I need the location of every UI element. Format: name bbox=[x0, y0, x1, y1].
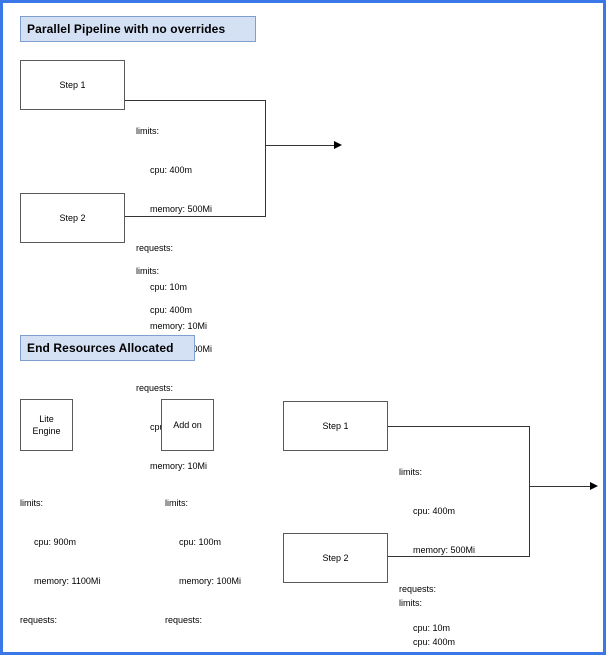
connector-bottom-step-1-horizontal bbox=[388, 426, 530, 427]
spec-bottom-step-2-limits-label: limits: bbox=[399, 598, 422, 608]
node-top-step-1[interactable]: Step 1 bbox=[20, 60, 125, 110]
spec-top-step-2-limits-label: limits: bbox=[136, 266, 159, 276]
connector-top-junction-vertical bbox=[265, 100, 266, 217]
node-add-on-label: Add on bbox=[173, 419, 202, 430]
node-bottom-step-2-label: Step 2 bbox=[322, 552, 349, 563]
spec-top-step-1-requests-memory: memory: 10Mi bbox=[150, 321, 208, 331]
section-header-parallel-pipeline: Parallel Pipeline with no overrides bbox=[20, 16, 256, 42]
connector-bottom-step-2-horizontal bbox=[388, 556, 530, 557]
connector-top-output-line bbox=[265, 145, 335, 146]
spec-top-step-2-limits-cpu: cpu: 400m bbox=[150, 305, 193, 315]
spec-add-on-limits-memory: memory: 100Mi bbox=[179, 576, 242, 586]
spec-top-step-1-requests-label: requests: bbox=[136, 243, 174, 253]
node-bottom-step-1[interactable]: Step 1 bbox=[283, 401, 388, 451]
node-add-on[interactable]: Add on bbox=[161, 399, 214, 451]
spec-top-step-1-requests-cpu: cpu: 10m bbox=[150, 282, 188, 292]
spec-top-step-1: limits: cpu: 400m memory: 500Mi requests… bbox=[136, 99, 212, 359]
spec-bottom-step-1-limits-cpu: cpu: 400m bbox=[413, 506, 456, 516]
spec-bottom-step-1-limits-label: limits: bbox=[399, 467, 422, 477]
connector-top-step-1-horizontal bbox=[125, 100, 266, 101]
spec-top-step-1-limits-label: limits: bbox=[136, 126, 159, 136]
spec-lite-engine-limits-label: limits: bbox=[20, 498, 43, 508]
spec-bottom-step-2: limits: cpu: 400m memory: 500Mi requests… bbox=[399, 571, 475, 652]
spec-bottom-step-1: limits: cpu: 400m memory: 500Mi requests… bbox=[399, 440, 476, 652]
spec-bottom-step-2-limits-cpu: cpu: 400m bbox=[413, 637, 456, 647]
arrow-head-icon-top-output bbox=[334, 141, 342, 149]
spec-add-on-requests-label: requests: bbox=[165, 615, 203, 625]
spec-bottom-step-1-requests-cpu: cpu: 10m bbox=[413, 623, 451, 633]
spec-top-step-2-requests-memory: memory: 10Mi bbox=[150, 461, 208, 471]
spec-top-step-1-limits-cpu: cpu: 400m bbox=[150, 165, 193, 175]
section-header-end-resources: End Resources Allocated bbox=[20, 335, 195, 361]
node-lite-engine[interactable]: Lite Engine bbox=[20, 399, 73, 451]
spec-lite-engine: limits: cpu: 900m memory: 1100Mi request… bbox=[20, 471, 101, 652]
spec-top-step-2-requests-label: requests: bbox=[136, 383, 174, 393]
spec-add-on-limits-label: limits: bbox=[165, 498, 188, 508]
spec-lite-engine-limits-cpu: cpu: 900m bbox=[34, 537, 77, 547]
spec-lite-engine-requests-label: requests: bbox=[20, 615, 58, 625]
section-header-parallel-pipeline-label: Parallel Pipeline with no overrides bbox=[27, 22, 226, 36]
spec-top-step-1-limits-memory: memory: 500Mi bbox=[150, 204, 213, 214]
node-lite-engine-label: Lite Engine bbox=[32, 413, 61, 436]
node-bottom-step-2[interactable]: Step 2 bbox=[283, 533, 388, 583]
spec-top-step-2: limits: cpu: 400m memory: 500Mi requests… bbox=[136, 239, 212, 499]
node-top-step-2[interactable]: Step 2 bbox=[20, 193, 125, 243]
section-header-end-resources-label: End Resources Allocated bbox=[27, 341, 174, 355]
connector-top-step-2-horizontal bbox=[125, 216, 266, 217]
node-top-step-1-label: Step 1 bbox=[59, 79, 86, 90]
spec-add-on: limits: cpu: 100m memory: 100Mi requests… bbox=[165, 471, 242, 652]
connector-bottom-junction-vertical bbox=[529, 426, 530, 557]
spec-add-on-limits-cpu: cpu: 100m bbox=[179, 537, 222, 547]
node-bottom-step-1-label: Step 1 bbox=[322, 420, 349, 431]
spec-lite-engine-limits-memory: memory: 1100Mi bbox=[34, 576, 101, 586]
spec-bottom-step-1-limits-memory: memory: 500Mi bbox=[413, 545, 476, 555]
connector-bottom-output-line bbox=[529, 486, 591, 487]
spec-bottom-step-1-requests-label: requests: bbox=[399, 584, 437, 594]
arrow-head-icon-bottom-output bbox=[590, 482, 598, 490]
node-top-step-2-label: Step 2 bbox=[59, 212, 86, 223]
